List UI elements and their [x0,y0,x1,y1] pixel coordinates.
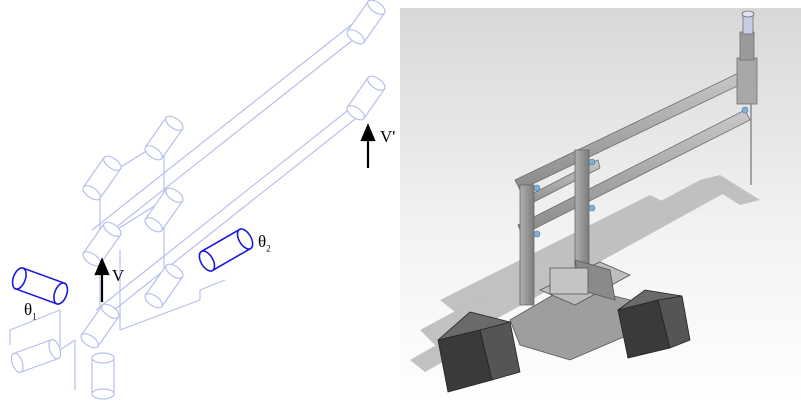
theta2-subscript: 2 [266,243,271,254]
joint-cylinders [10,0,386,400]
linkage-lines [9,17,375,390]
theta2-symbol: θ [258,232,267,251]
base-frame [509,259,641,361]
motor-left [437,311,521,393]
joint-cylinder [10,338,62,374]
joint-cylinder [144,263,184,309]
label-v: V [112,266,125,285]
arrow-v-prime [360,123,376,168]
joint-cylinder [346,0,386,45]
end-effector [736,10,758,185]
joint-cylinder [346,75,386,121]
motor-right [617,289,691,359]
left-post [519,184,535,306]
label-v-prime: V' [380,127,396,146]
joint-cylinder [144,187,184,233]
label-theta2: θ2 [258,232,271,253]
kinematic-schematic [9,0,386,400]
base-post [91,352,115,400]
actuator-theta2 [198,228,254,272]
joint-cylinder [144,115,184,161]
label-theta1: θ1 [24,300,37,321]
theta1-symbol: θ [24,300,33,319]
arrow-v [94,257,110,302]
theta1-subscript: 1 [32,311,37,322]
actuator-theta1 [11,267,69,305]
robot-3d-render [400,8,801,403]
joint-cylinder [80,303,120,349]
joint-cylinder [82,155,122,201]
